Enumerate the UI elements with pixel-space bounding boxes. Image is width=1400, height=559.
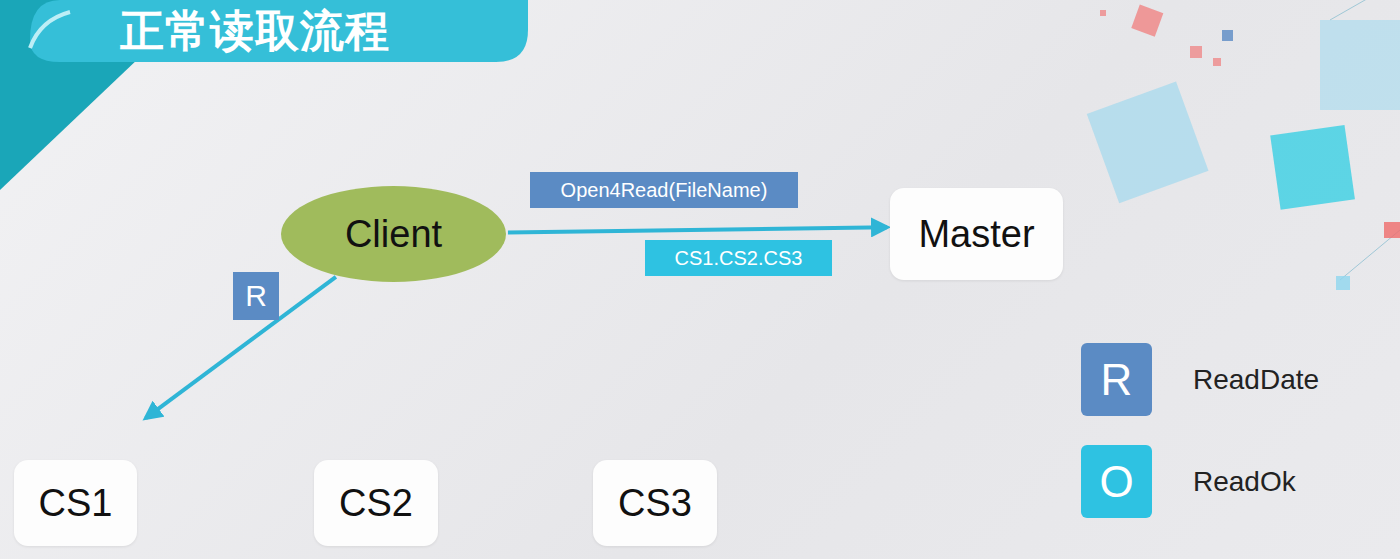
client-ellipse: Client [281, 186, 506, 282]
deco-square [1336, 276, 1350, 290]
deco-square [1222, 30, 1233, 41]
master-box: Master [890, 188, 1063, 280]
response-label: CS1.CS2.CS3 [675, 247, 803, 270]
legend-entry: ReadDate [1193, 343, 1319, 416]
deco-square [1087, 81, 1209, 203]
banner-curl [30, 12, 70, 48]
title-banner [30, 0, 528, 62]
legend-entry: ReadOk [1193, 445, 1296, 518]
chunkserver-box: CS1 [14, 460, 137, 546]
legend-swatch: R [1081, 343, 1152, 416]
legend-text: ReadOk [1193, 466, 1296, 498]
node-label: CS2 [339, 482, 413, 525]
node-label: CS1 [39, 482, 113, 525]
title-text: 正常读取流程 [120, 2, 390, 61]
legend-letter: R [1101, 355, 1133, 405]
chunkserver-box: CS3 [593, 460, 717, 546]
legend-letter: O [1099, 457, 1133, 507]
legend-swatch: O [1081, 445, 1152, 518]
edge-label: R [245, 279, 267, 313]
deco-square [1100, 10, 1106, 16]
deco-square [1320, 20, 1400, 110]
edge-label-tag: R [233, 272, 279, 320]
title: 正常读取流程 [120, 2, 390, 60]
response-tag: CS1.CS2.CS3 [645, 240, 832, 276]
legend-text: ReadDate [1193, 364, 1319, 396]
node-label: CS3 [618, 482, 692, 525]
chunkserver-box: CS2 [314, 460, 438, 546]
edge-label: Open4Read(FileName) [561, 179, 768, 202]
node-label: Master [918, 213, 1034, 256]
deco-square [1384, 222, 1400, 238]
edge-label-tag: Open4Read(FileName) [530, 172, 798, 208]
deco-square [1190, 46, 1202, 58]
deco-square [1131, 5, 1163, 37]
arrow-connector [508, 227, 887, 232]
deco-square [1270, 125, 1355, 210]
node-label: Client [345, 213, 442, 256]
deco-square [1213, 58, 1221, 66]
